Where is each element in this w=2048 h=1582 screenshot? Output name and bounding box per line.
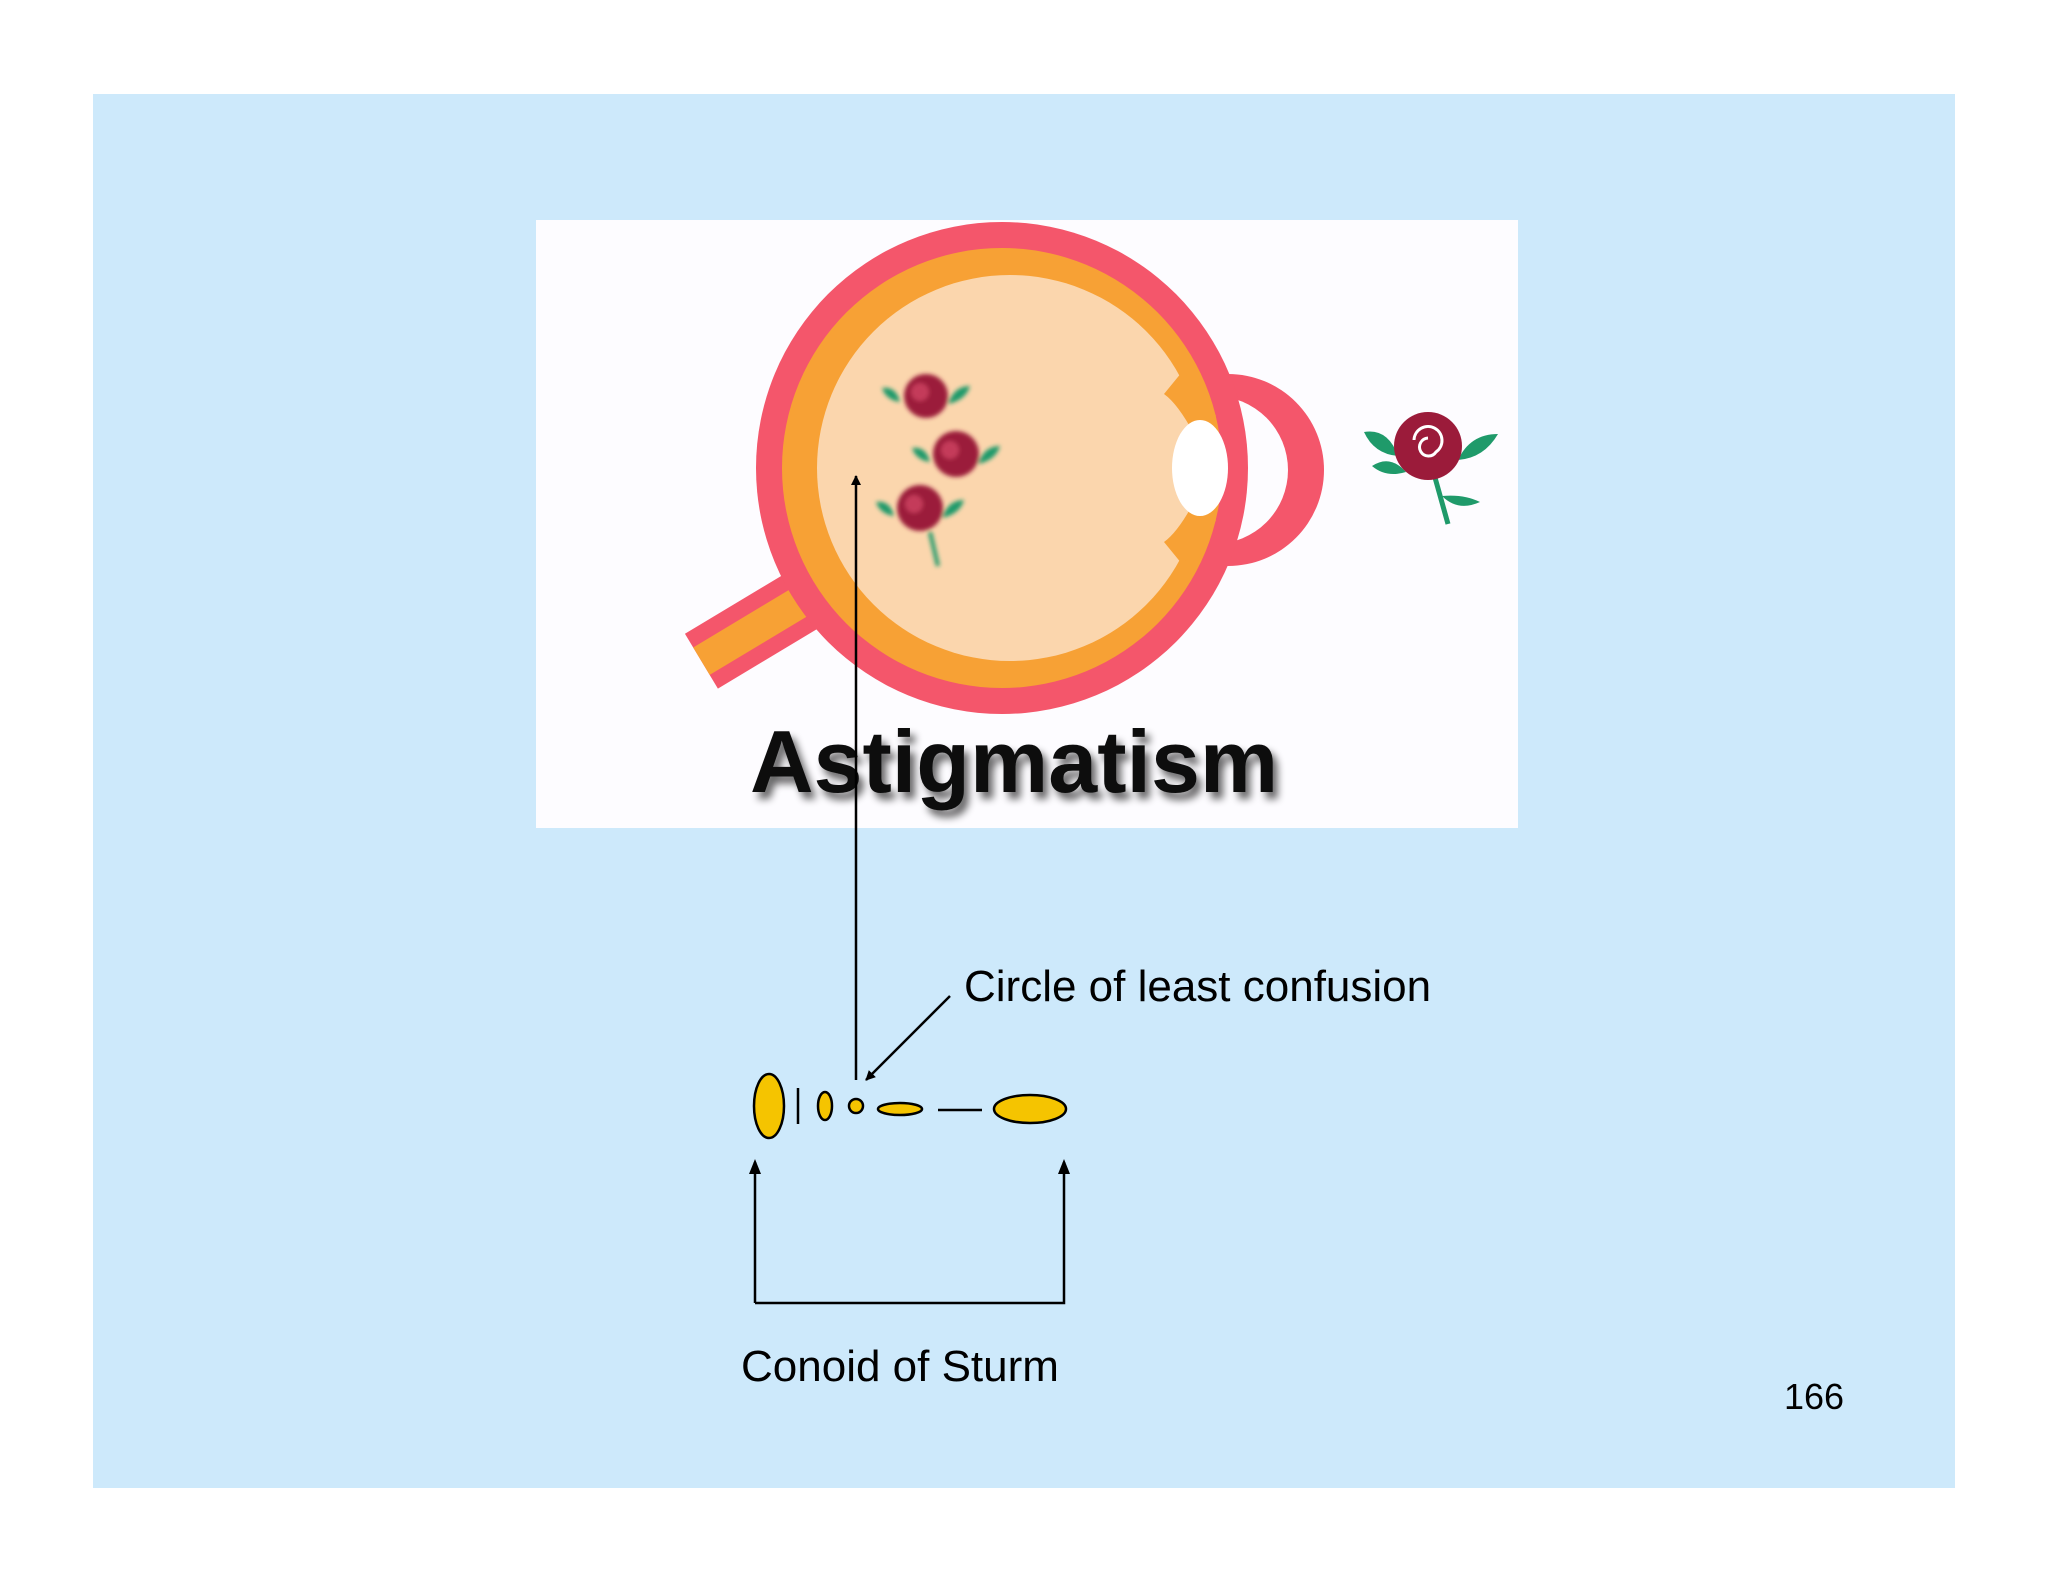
- horizontal-ellipse-small: [876, 1101, 924, 1117]
- vertical-ellipse-large: [752, 1072, 786, 1140]
- eye-cross-section: [684, 222, 1498, 714]
- horizontal-ellipse-large: [992, 1093, 1068, 1125]
- circle-of-least-confusion: [847, 1097, 865, 1115]
- iris-lower: [1164, 502, 1216, 564]
- vitreous: [817, 275, 1203, 661]
- astigmatism-illustration: Astigmatism: [536, 220, 1518, 828]
- circle-label-pointer: [865, 995, 951, 1081]
- rose-object: [1364, 412, 1498, 525]
- page-number: 166: [1784, 1376, 1845, 1417]
- circle-of-least-confusion-label: Circle of least confusion: [964, 962, 1432, 1011]
- vertical-ellipse-small: [816, 1090, 834, 1122]
- iris-upper: [1164, 372, 1216, 434]
- blurred-rose-images: [876, 374, 1000, 567]
- lens: [1172, 420, 1228, 516]
- conoid-of-sturm-label: Conoid of Sturm: [741, 1342, 1059, 1391]
- illustration-title: Astigmatism: [750, 712, 1278, 811]
- focal-shapes: [752, 1072, 1068, 1140]
- conoid-bracket: [749, 1159, 1070, 1305]
